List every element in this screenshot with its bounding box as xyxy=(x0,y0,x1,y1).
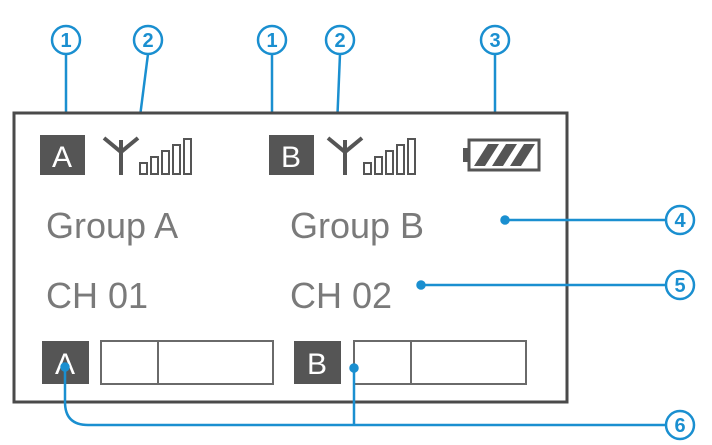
svg-text:6: 6 xyxy=(674,415,685,437)
svg-text:B: B xyxy=(281,141,301,174)
callout-6: 6 xyxy=(664,409,696,441)
callout-4: 4 xyxy=(664,204,696,236)
leader-line-4 xyxy=(500,215,665,225)
meter-a-bar xyxy=(100,340,274,385)
svg-text:A: A xyxy=(52,141,72,174)
leader-line-6 xyxy=(60,362,665,427)
svg-text:3: 3 xyxy=(489,30,500,52)
svg-text:2: 2 xyxy=(142,30,153,52)
meter-b-bar xyxy=(353,340,527,385)
antenna-icon xyxy=(102,136,140,175)
svg-text:1: 1 xyxy=(266,30,277,52)
group-a-label: Group A xyxy=(46,205,178,246)
callout-1-a: 1 xyxy=(50,24,82,56)
svg-text:5: 5 xyxy=(674,275,685,297)
channel-a-number: CH 01 xyxy=(46,275,148,316)
meter-b-badge: B xyxy=(294,341,341,384)
callout-3: 3 xyxy=(479,24,511,56)
channel-b-number: CH 02 xyxy=(290,275,392,316)
callout-1-b: 1 xyxy=(256,24,288,56)
channel-a-badge: A xyxy=(40,135,85,175)
callout-2-b: 2 xyxy=(324,24,356,56)
svg-text:4: 4 xyxy=(674,210,686,232)
svg-text:1: 1 xyxy=(60,30,71,52)
signal-strength-icon xyxy=(139,138,192,175)
group-b-label: Group B xyxy=(290,205,424,246)
channel-b-badge: B xyxy=(269,135,314,175)
battery-icon xyxy=(463,138,541,172)
lcd-frame xyxy=(12,111,569,404)
antenna-icon xyxy=(326,136,364,175)
callout-2-a: 2 xyxy=(132,24,164,56)
signal-strength-icon xyxy=(363,138,416,175)
callout-5: 5 xyxy=(664,269,696,301)
leader-line-5 xyxy=(416,280,665,290)
svg-text:B: B xyxy=(307,348,327,381)
svg-text:2: 2 xyxy=(334,30,345,52)
